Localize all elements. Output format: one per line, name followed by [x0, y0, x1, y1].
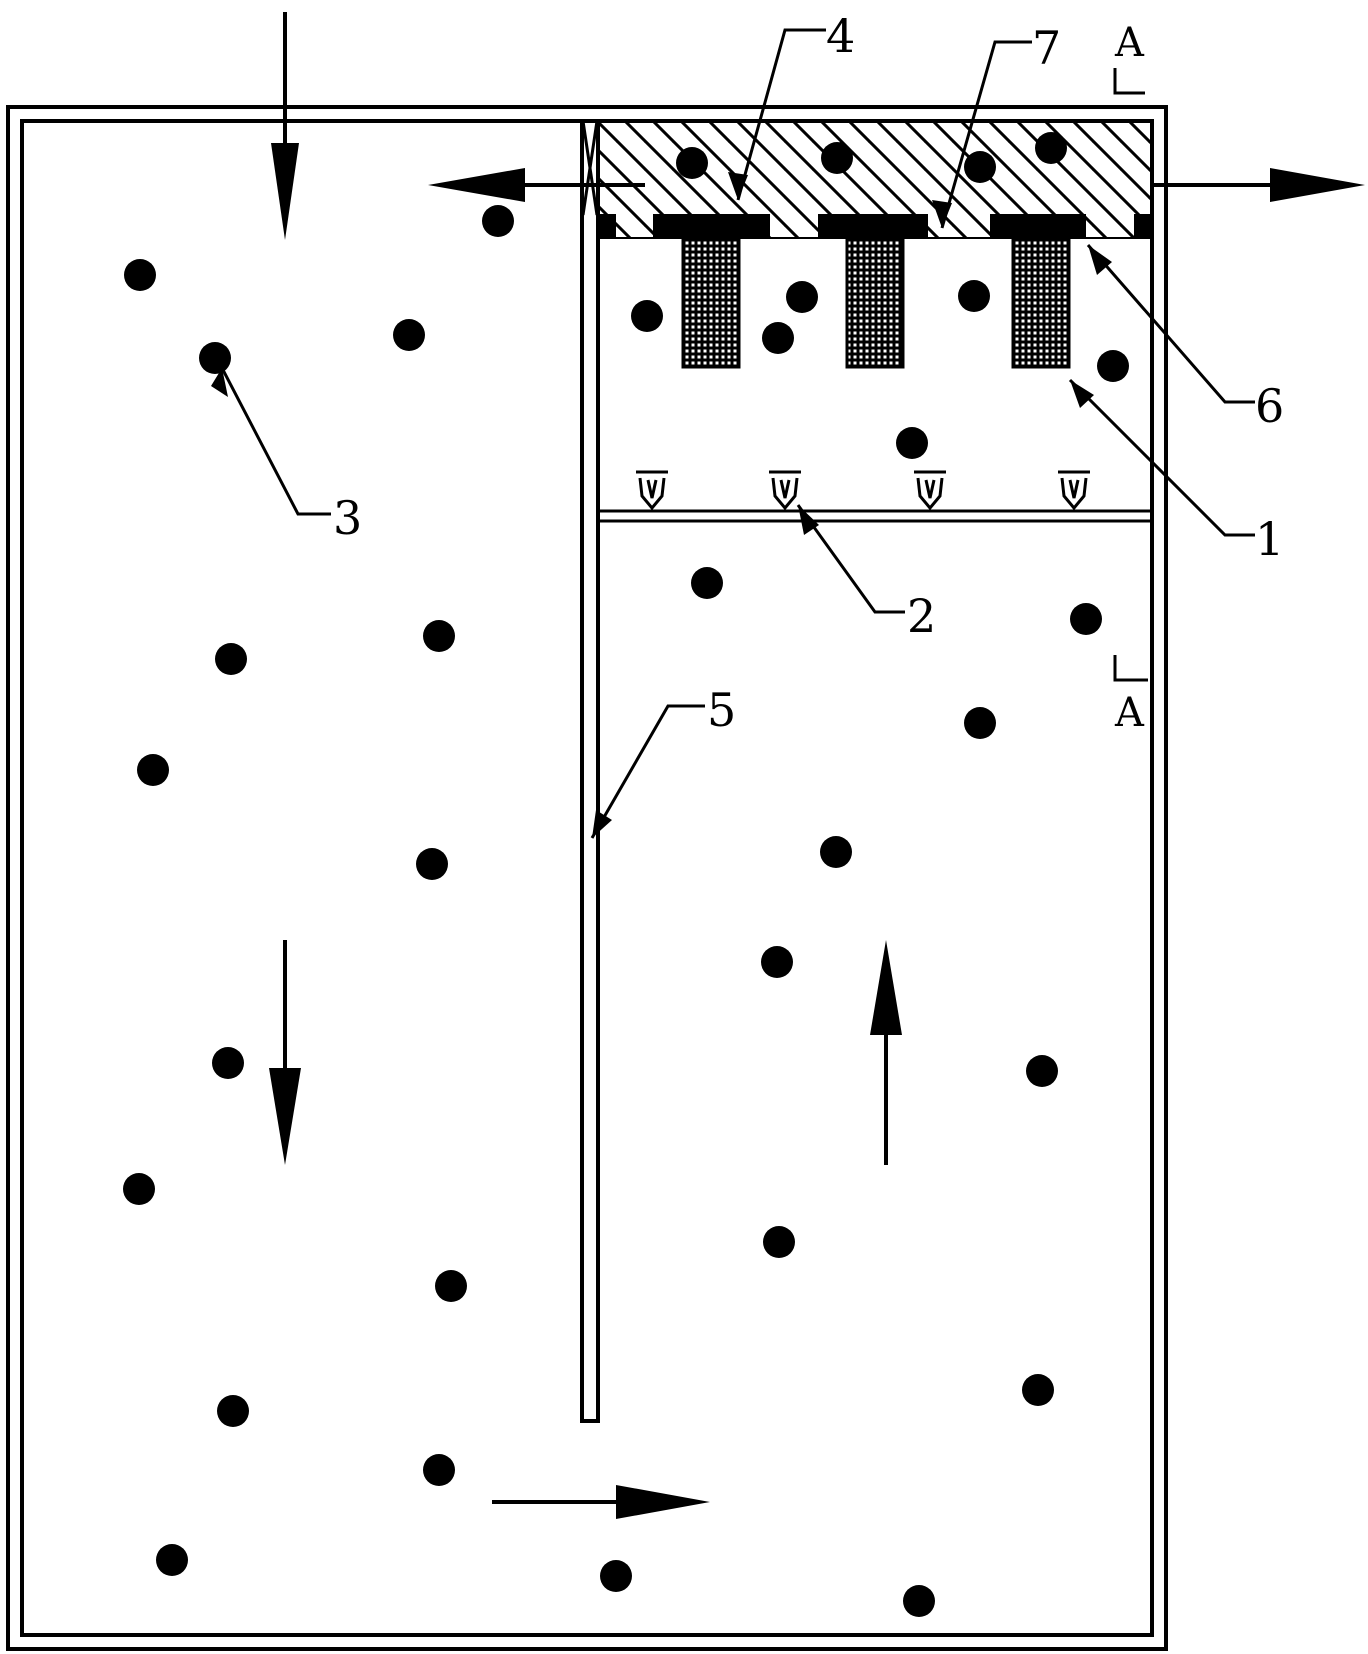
label-1: 1	[1255, 512, 1284, 566]
membrane-module-3	[1011, 236, 1071, 369]
label-3: 3	[333, 491, 362, 545]
label-2: 2	[907, 589, 936, 643]
section-label-top: A	[1114, 20, 1145, 66]
label-7: 7	[1032, 21, 1061, 75]
label-5: 5	[707, 683, 736, 737]
label-6: 6	[1255, 379, 1284, 433]
section-label-bottom: A	[1114, 690, 1145, 736]
support-bar-left-stub	[598, 214, 616, 238]
flow-arrows	[269, 12, 1365, 1519]
label-4: 4	[826, 9, 855, 63]
membrane-module-1	[681, 236, 741, 369]
support-bar-1	[653, 214, 770, 238]
carrier-particles	[123, 132, 1129, 1617]
baffle-plate	[580, 119, 600, 1423]
support-bar-2	[818, 214, 928, 238]
support-bar-3	[990, 214, 1086, 238]
support-bar-right-stub	[1134, 214, 1152, 238]
aerator-diffusers	[636, 470, 1090, 511]
leader-arrowheads	[211, 172, 1112, 838]
tank-outer-wall	[6, 105, 1168, 1651]
membrane-module-2	[845, 236, 905, 369]
leader-lines	[220, 28, 1255, 839]
